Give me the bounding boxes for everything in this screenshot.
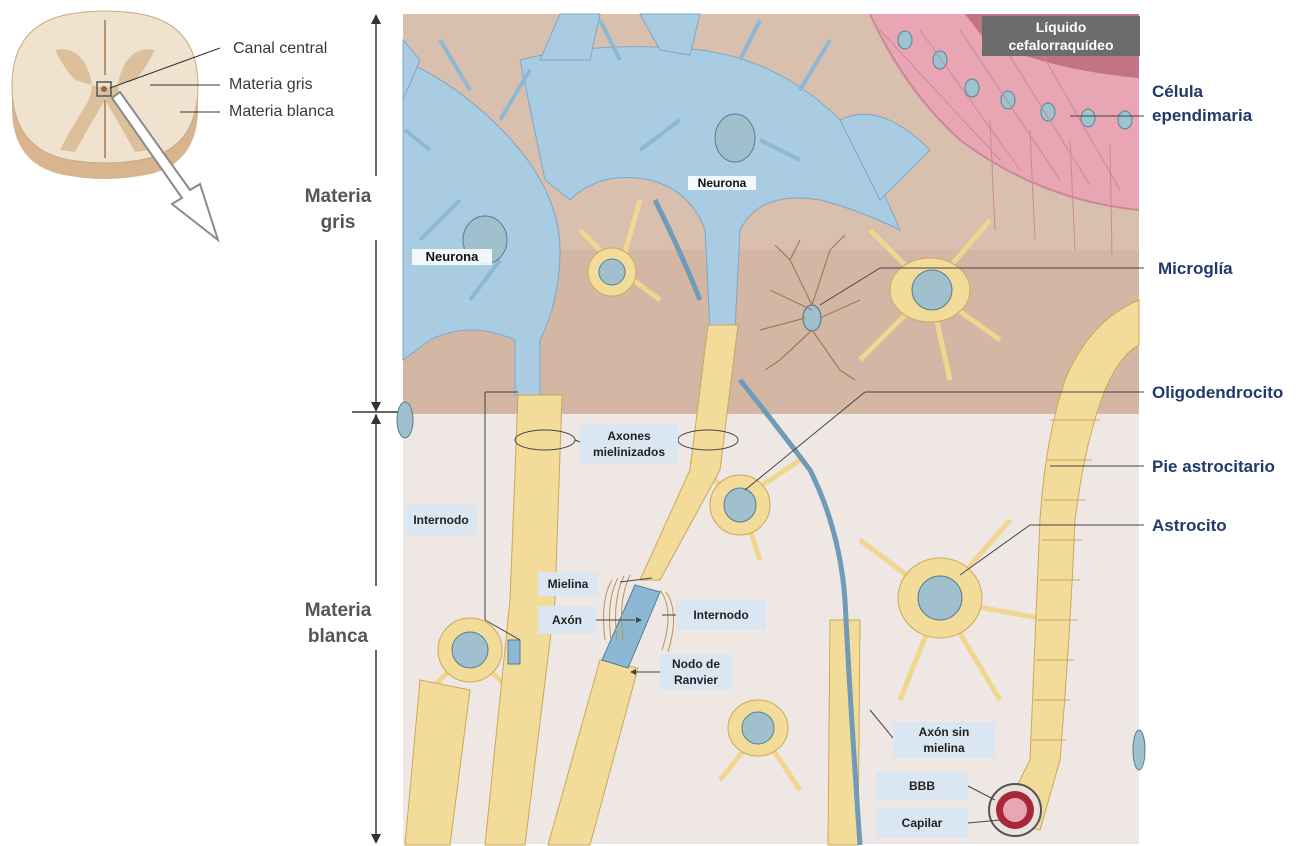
unmyelinated-line1: Axón sin xyxy=(919,724,970,740)
label-myelin: Mielina xyxy=(538,572,598,596)
label-csf: Líquido cefalorraquídeo xyxy=(982,16,1140,56)
label-central-canal: Canal central xyxy=(233,40,327,58)
label-ependymal-cell: Célula ependimaria xyxy=(1152,80,1252,128)
gray-matter-line1: Materia xyxy=(300,184,376,210)
scale-bar xyxy=(352,14,402,844)
unmyelinated-line2: mielina xyxy=(919,740,970,756)
ranvier-node-left xyxy=(508,640,520,664)
label-internode-left: Internodo xyxy=(405,505,477,535)
illustration-panel xyxy=(397,14,1145,845)
neuron-nucleus-top xyxy=(715,114,755,162)
ependymal-line1: Célula xyxy=(1152,80,1252,104)
label-astrocyte: Astrocito xyxy=(1152,514,1227,538)
label-microglia: Microglía xyxy=(1158,257,1233,281)
label-gray-matter-zone: Materia gris xyxy=(300,184,376,236)
label-axon: Axón xyxy=(538,606,596,634)
node-ranvier-line1: Nodo de xyxy=(672,656,720,672)
label-oligodendrocyte: Oligodendrocito xyxy=(1152,381,1283,405)
gray-matter-line2: gris xyxy=(300,210,376,236)
label-capillary: Capilar xyxy=(876,808,968,838)
label-white-matter-zone: Materia blanca xyxy=(300,598,376,650)
label-myelinated-axons: Axones mielinizados xyxy=(580,425,678,463)
csf-line1: Líquido xyxy=(982,18,1140,36)
label-bbb: BBB xyxy=(876,772,968,800)
csf-line2: cefalorraquídeo xyxy=(982,36,1140,54)
label-astrocytic-foot: Pie astrocitario xyxy=(1152,455,1275,479)
spinal-cord-cross-section xyxy=(12,11,198,179)
white-matter-line1: Materia xyxy=(300,598,376,624)
white-matter-line2: blanca xyxy=(300,624,376,650)
node-ranvier-line2: Ranvier xyxy=(672,672,720,688)
ependymal-line2: ependimaria xyxy=(1152,104,1252,128)
label-node-ranvier: Nodo de Ranvier xyxy=(660,654,732,690)
label-gray-matter-inset: Materia gris xyxy=(229,76,313,94)
label-neuron-top: Neurona xyxy=(688,176,756,190)
myelinated-axons-line1: Axones xyxy=(593,428,665,444)
label-internode-center: Internodo xyxy=(676,600,766,630)
label-unmyelinated-axon: Axón sin mielina xyxy=(893,722,995,758)
label-white-matter-inset: Materia blanca xyxy=(229,103,334,121)
myelinated-axons-line2: mielinizados xyxy=(593,444,665,460)
label-neuron-left: Neurona xyxy=(412,249,492,265)
